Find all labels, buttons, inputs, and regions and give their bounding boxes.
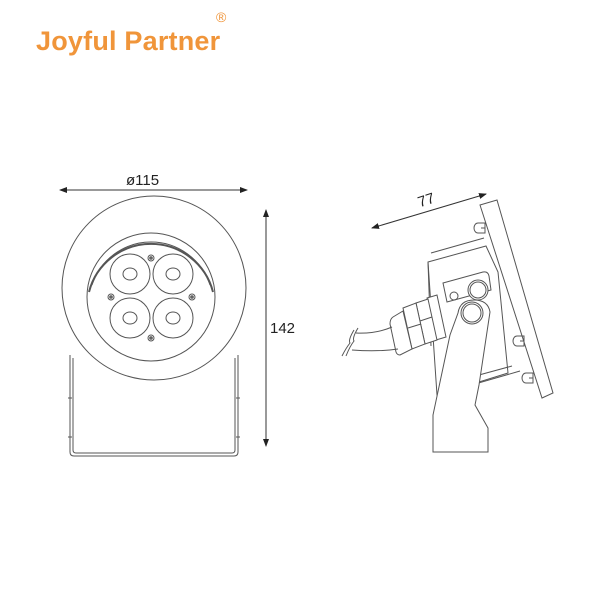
led-lens-group xyxy=(109,253,194,339)
depth-dimension-line xyxy=(371,193,487,229)
cable xyxy=(341,326,399,357)
brand-logo: Joyful Partner xyxy=(36,26,221,56)
screw-group xyxy=(107,254,196,342)
plate-screw-group xyxy=(473,222,534,384)
diameter-label: ø115 xyxy=(126,172,160,189)
registered-mark: ® xyxy=(216,9,227,25)
side-view xyxy=(341,199,554,453)
front-view xyxy=(61,195,247,457)
height-label: 142 xyxy=(270,320,296,337)
cable-gland xyxy=(389,294,447,356)
